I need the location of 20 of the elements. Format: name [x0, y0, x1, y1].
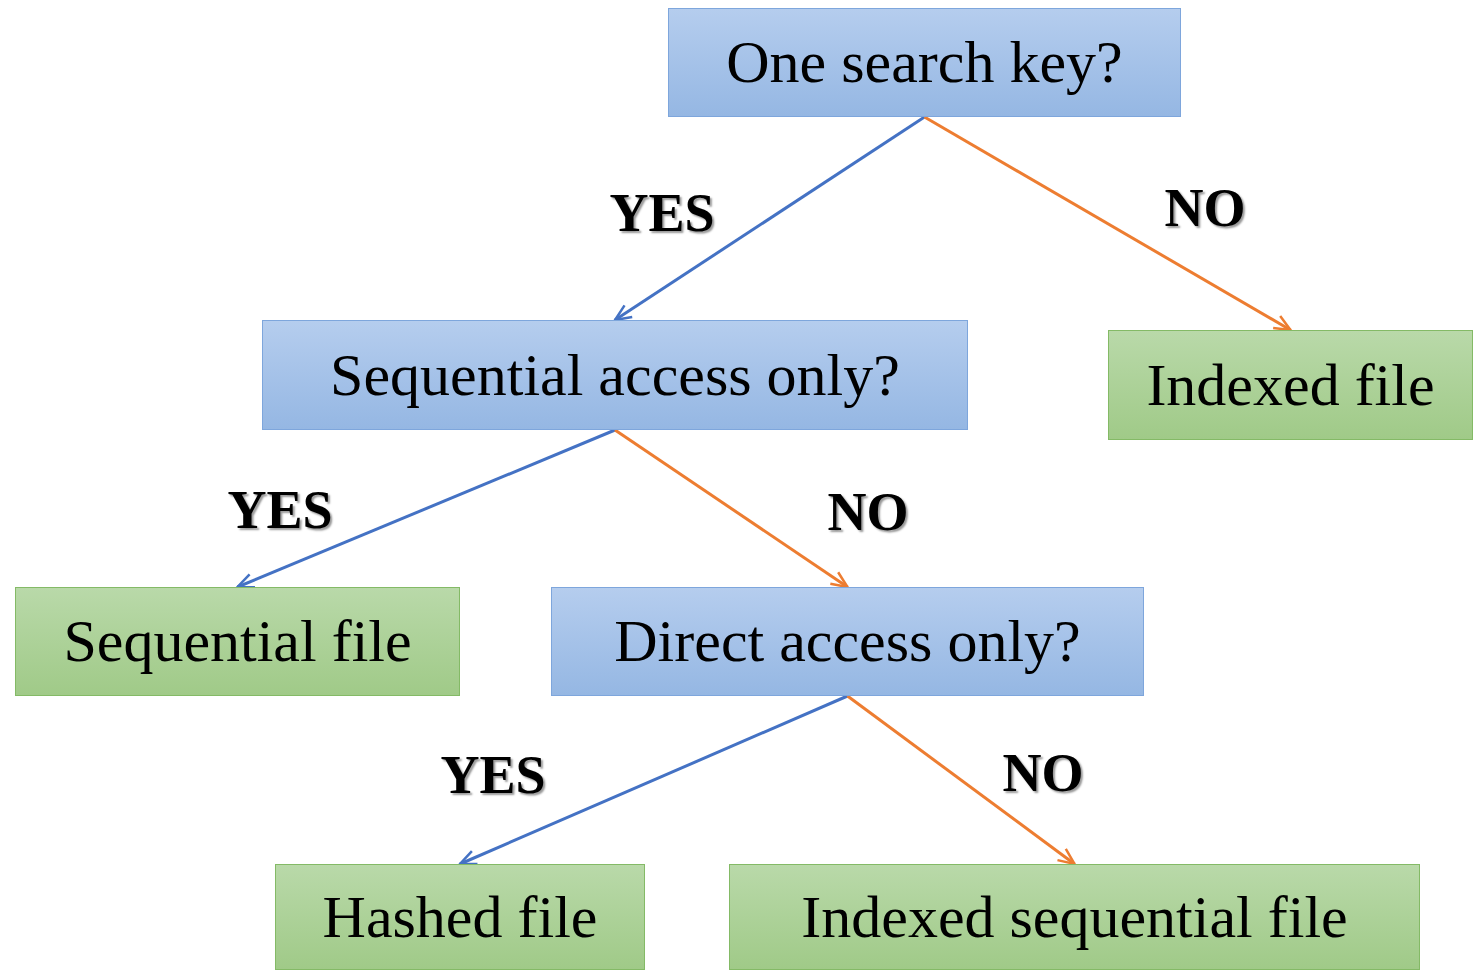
result-box: [15, 587, 460, 696]
arrow: [613, 115, 926, 322]
arrow: [614, 428, 849, 589]
result-box: [729, 864, 1420, 970]
result-box: [1108, 330, 1473, 440]
arrow: [846, 694, 1076, 866]
decision-box: [668, 8, 1181, 117]
decision-box: [262, 320, 968, 430]
decision-box: [551, 587, 1144, 696]
node-text: Direct access only?: [614, 607, 1081, 676]
node-text: Sequential file: [63, 607, 412, 676]
node-text: Hashed file: [322, 882, 598, 952]
node-text: Indexed sequential file: [801, 882, 1348, 952]
node-text: Indexed file: [1146, 350, 1435, 420]
node-text: One search key?: [726, 28, 1123, 97]
result-box: [275, 864, 645, 970]
arrow: [236, 428, 616, 589]
arrow: [458, 694, 849, 866]
node-text: Sequential access only?: [330, 340, 900, 410]
arrow: [923, 115, 1292, 332]
